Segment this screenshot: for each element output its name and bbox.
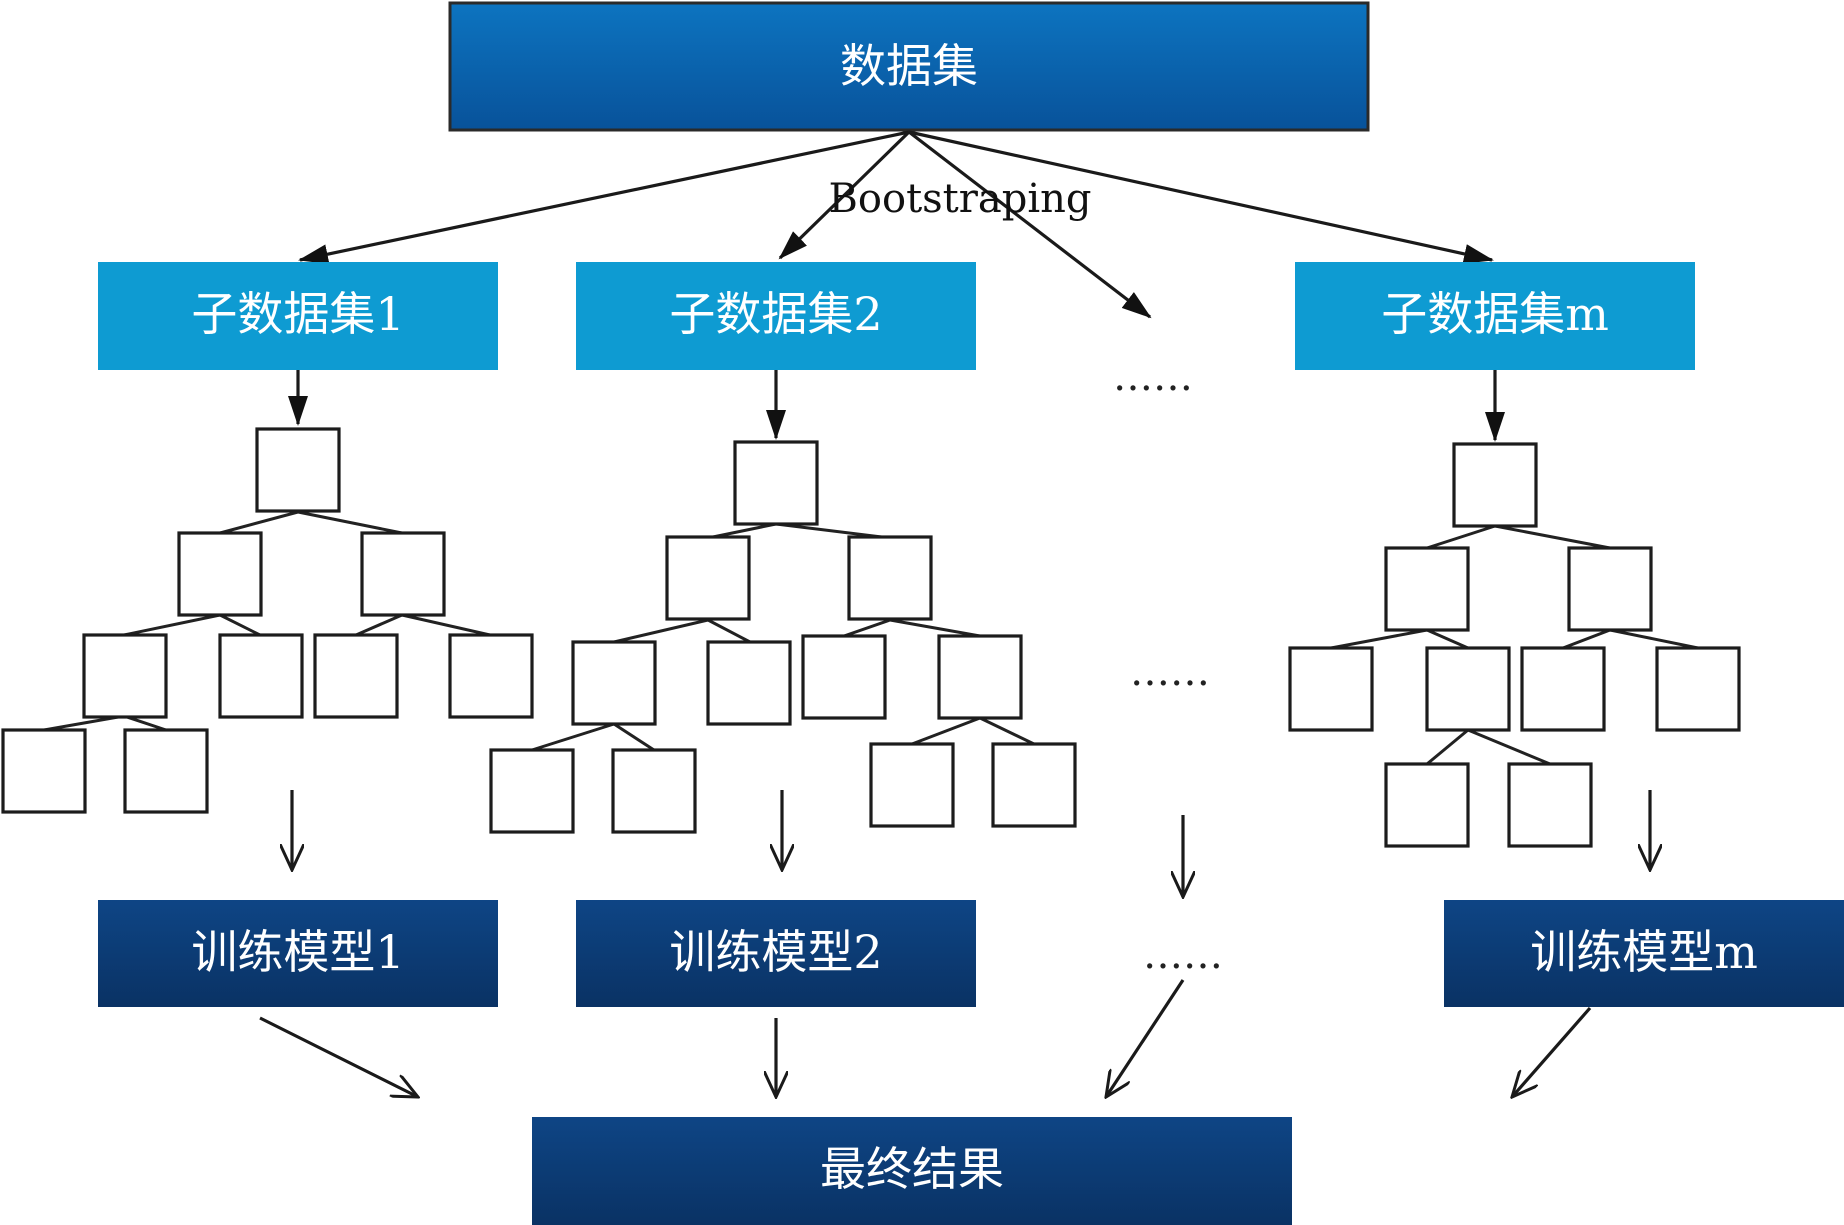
subset-to-tree-arrows [288,370,1505,442]
tree-ellipsis: …… [1130,649,1210,695]
tree1-node [177,531,263,617]
tree1-node [360,531,446,617]
treem-node [1567,546,1653,632]
subset-ellipsis: …… [1113,354,1193,400]
subset-label-m: 子数据集m [1381,287,1609,341]
final-result-box: 最终结果 [532,1117,1292,1225]
treem-node [1425,646,1511,732]
subset-label-2: 子数据集2 [669,287,882,341]
tree2-node [489,748,575,834]
tree2-node [611,748,697,834]
tree1-node [82,633,168,719]
tree2-node [801,634,887,720]
decision-tree-m [1288,442,1741,848]
dataset-label: 数据集 [840,39,978,93]
subset-box-m: 子数据集m [1295,262,1695,370]
tree2-node [665,535,751,621]
tree-to-model-arrows [292,790,1650,897]
model-box-1: 训练模型1 [98,900,498,1007]
decision-tree-1 [1,427,534,814]
tree2-node [733,440,819,526]
subset-label-1: 子数据集1 [191,287,404,341]
tree2-node [937,634,1023,720]
model-box-m: 训练模型m [1444,900,1844,1007]
treem-node [1288,646,1374,732]
tree1-node [218,633,304,719]
bootstrap-method-label: Bootstraping [829,176,1092,222]
model-box-2: 训练模型2 [576,900,976,1007]
arrow-to-subset-m [908,130,1494,264]
arrow-ellipsis-final [1106,979,1185,1097]
tree1-node [123,728,209,814]
treem-node [1655,646,1741,732]
tree2-node [571,640,657,726]
tree1-node [1,728,87,814]
tree1-node [448,633,534,719]
arrow-to-subset-2 [778,130,911,260]
arrow-model1-final [259,1016,418,1097]
arrow-modelm-final [1512,1006,1592,1097]
decision-tree-2 [489,440,1077,834]
tree2-node [869,742,955,828]
treem-node [1384,762,1470,848]
arrow-to-ellipsis [908,130,1152,319]
subset-box-1: 子数据集1 [98,262,498,370]
treem-node [1452,442,1538,528]
final-result-label: 最终结果 [820,1142,1004,1196]
tree2-node [706,640,792,726]
subset-box-2: 子数据集2 [576,262,976,370]
tree2-node [991,742,1077,828]
model-label-2: 训练模型2 [669,925,882,979]
arrow-to-subset-1 [298,130,910,265]
model-ellipsis: …… [1143,932,1223,978]
tree2-node [847,535,933,621]
treem-node [1507,762,1593,848]
model-label-1: 训练模型1 [191,925,404,979]
dataset-box: 数据集 [448,1,1370,132]
model-to-final-arrows [259,979,1592,1097]
tree1-node [313,633,399,719]
model-label-m: 训练模型m [1530,925,1758,979]
treem-node [1384,546,1470,632]
treem-node [1520,646,1606,732]
bootstrap-arrows [298,130,1494,319]
tree1-node [255,427,341,513]
